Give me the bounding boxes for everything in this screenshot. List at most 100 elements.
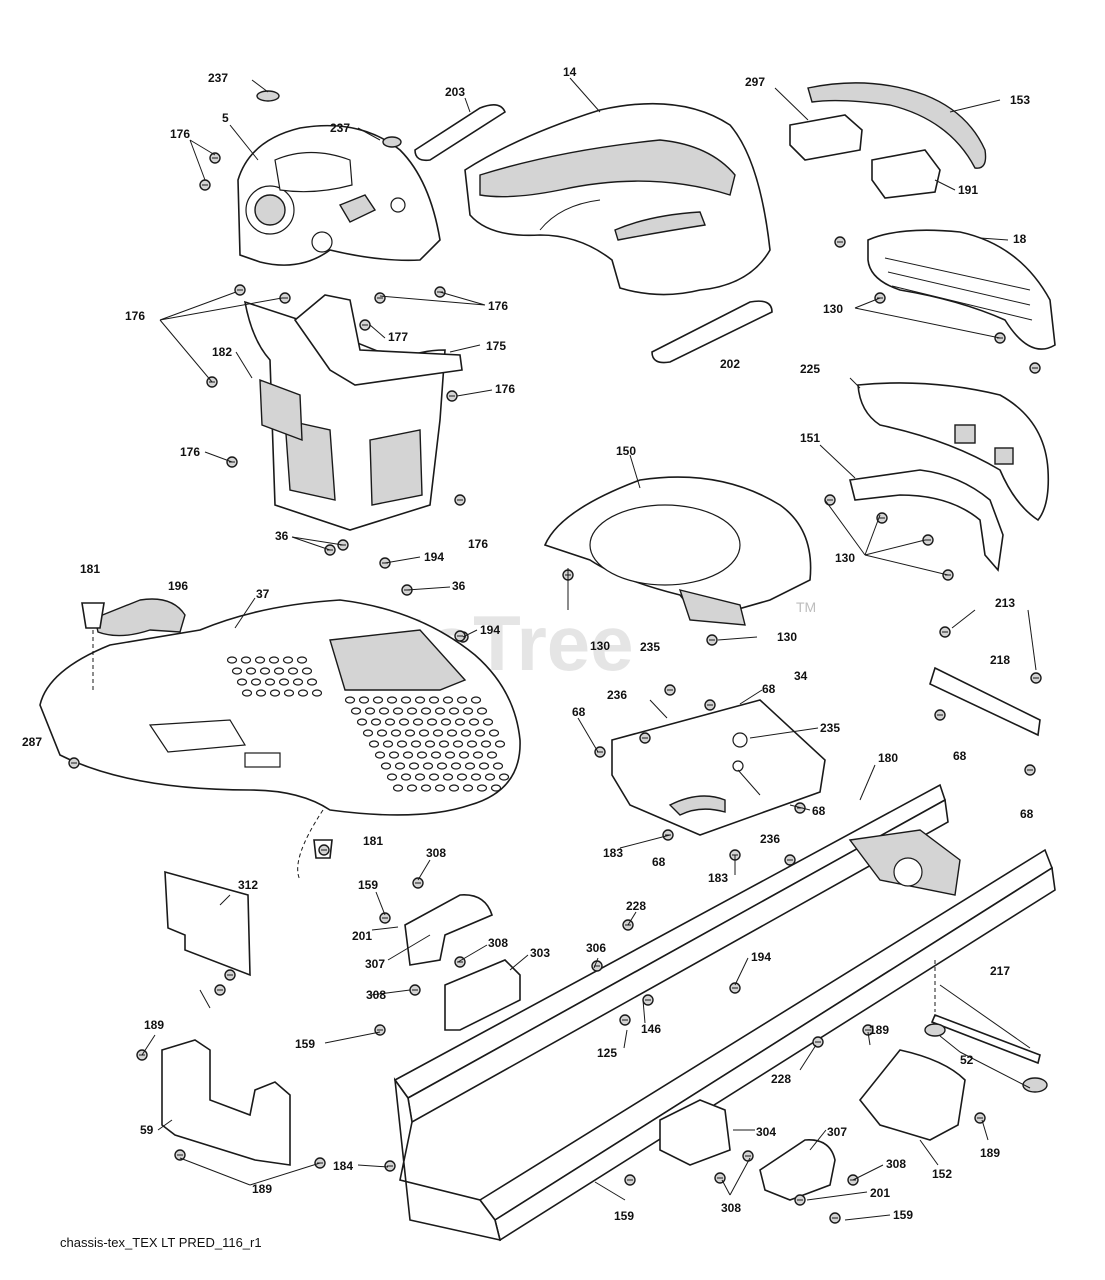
callout-label: 194	[424, 550, 444, 564]
callout-label: 194	[751, 950, 771, 964]
perforation-hole	[264, 678, 276, 686]
fastener	[934, 709, 946, 721]
perforation-hole	[301, 667, 313, 675]
fastener	[664, 684, 676, 696]
pad-part	[382, 136, 402, 148]
perforation-hole	[259, 667, 271, 675]
chassis-frame-part	[393, 783, 1056, 1242]
perforation-hole	[416, 751, 428, 759]
perforation-hole	[466, 740, 478, 748]
perforation-hole	[396, 740, 408, 748]
perforation-hole	[255, 689, 267, 697]
perforation-hole	[476, 784, 488, 792]
callout-label: 52	[960, 1053, 974, 1067]
callout-label: 34	[794, 669, 808, 683]
heat-shield-part	[164, 870, 251, 977]
callout-label: 159	[358, 878, 378, 892]
fastener	[624, 1174, 636, 1186]
callout-label: 236	[760, 832, 780, 846]
hood-strip-part	[651, 300, 773, 364]
bracket-part	[789, 114, 863, 161]
perforation-hole	[278, 678, 290, 686]
perforation-hole	[364, 707, 376, 715]
callout-label: 130	[777, 630, 797, 644]
fastener	[174, 1149, 186, 1161]
leader-lines	[141, 77, 1037, 1221]
fastener	[729, 982, 741, 994]
seat-handle-part	[94, 598, 186, 637]
hood-strip-part	[414, 104, 506, 162]
fastener	[374, 292, 386, 304]
perforation-hole	[474, 729, 486, 737]
fastener	[409, 984, 421, 996]
perforation-hole	[390, 729, 402, 737]
perforation-hole	[392, 784, 404, 792]
callout-label: 184	[333, 1159, 353, 1173]
callout-label: 130	[835, 551, 855, 565]
perforation-hole	[432, 729, 444, 737]
perforation-hole	[282, 656, 294, 664]
perforation-hole	[456, 696, 468, 704]
fastener	[704, 699, 716, 711]
callout-label: 203	[445, 85, 465, 99]
perforation-hole	[287, 667, 299, 675]
callout-label: 152	[932, 1167, 952, 1181]
fastener	[224, 969, 236, 981]
perforation-hole	[458, 751, 470, 759]
perforation-hole	[406, 784, 418, 792]
callout-label: 146	[641, 1022, 661, 1036]
fastener	[939, 626, 951, 638]
callout-label: 201	[870, 1186, 890, 1200]
perforation-hole	[254, 656, 266, 664]
callout-label: 235	[820, 721, 840, 735]
callout-label: 68	[812, 804, 826, 818]
perforation-hole	[420, 707, 432, 715]
perforation-hole	[306, 678, 318, 686]
perforation-hole	[273, 667, 285, 675]
callout-label: 202	[720, 357, 740, 371]
steering-mount-part	[543, 476, 812, 626]
fastener	[862, 1024, 874, 1036]
fastener	[794, 1194, 806, 1206]
perforation-hole	[428, 696, 440, 704]
fastener	[824, 494, 836, 506]
fastener	[199, 179, 211, 191]
fastener	[591, 960, 603, 972]
grille-trim-part	[807, 82, 987, 169]
callout-label: 189	[869, 1023, 889, 1037]
perforation-hole	[344, 696, 356, 704]
callout-label: 176	[488, 299, 508, 313]
perforation-hole	[408, 762, 420, 770]
perforation-hole	[358, 696, 370, 704]
perforation-hole	[470, 773, 482, 781]
callout-label: 308	[426, 846, 446, 860]
perforation-hole	[468, 718, 480, 726]
perforation-hole	[370, 718, 382, 726]
front-bumper-part	[857, 382, 1050, 522]
callout-label: 181	[80, 562, 100, 576]
callout-label: 130	[823, 302, 843, 316]
callout-label: 235	[640, 640, 660, 654]
callout-label: 183	[603, 846, 623, 860]
perforation-hole	[394, 762, 406, 770]
fastener	[662, 829, 674, 841]
perforation-hole	[482, 718, 494, 726]
perforation-hole	[420, 784, 432, 792]
callout-label: 130	[590, 639, 610, 653]
perforation-hole	[438, 740, 450, 748]
fastener	[374, 1024, 386, 1036]
mount-bracket-part	[444, 959, 521, 1031]
tie-rod-part	[930, 1013, 1041, 1065]
perforation-hole	[402, 751, 414, 759]
fastener	[829, 1212, 841, 1224]
callout-label: 189	[144, 1018, 164, 1032]
callout-label: 181	[363, 834, 383, 848]
side-bracket-part	[161, 1039, 291, 1166]
callout-label: 213	[995, 596, 1015, 610]
perforation-hole	[388, 751, 400, 759]
callout-label: 182	[212, 345, 232, 359]
callout-label: 237	[208, 71, 228, 85]
fastener	[594, 746, 606, 758]
perforation-hole	[488, 729, 500, 737]
